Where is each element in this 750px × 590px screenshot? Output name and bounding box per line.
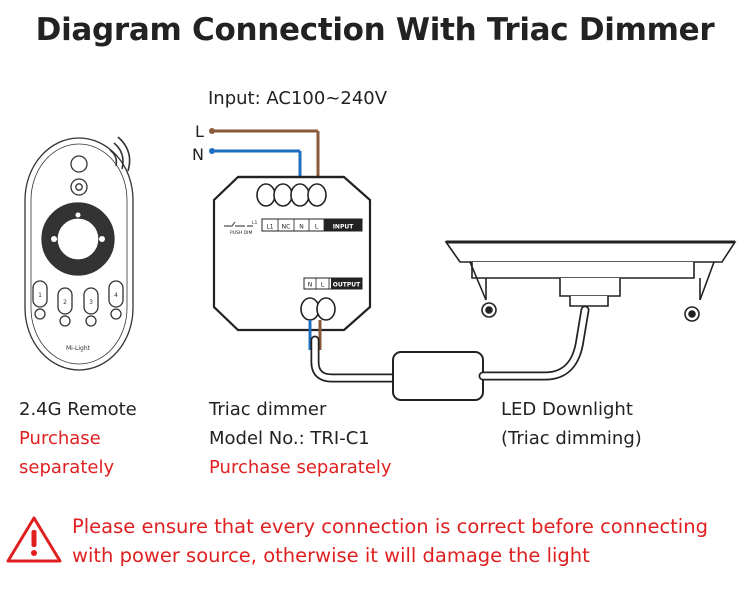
remote-brand: Mi-Light (66, 345, 91, 352)
input-voltage-label: Input: AC100~240V (208, 88, 388, 109)
push-dim-label: PUSH DIM (230, 230, 252, 236)
terminal-label-l: L (315, 224, 319, 231)
led-downlight (444, 240, 737, 322)
triac-dimmer (212, 175, 372, 332)
terminal-label-l1: L1 (266, 224, 273, 231)
downlight-name: LED Downlight (501, 399, 633, 420)
page-title: Diagram Connection With Triac Dimmer (35, 12, 715, 48)
input-tag: INPUT (333, 224, 355, 231)
output-terminal-n: N (308, 282, 313, 289)
dimmer-caption: Triac dimmer Model No.: TRI-C1 Purchase … (209, 395, 392, 482)
terminal-label-n: N (299, 224, 304, 231)
output-cable (308, 305, 590, 401)
live-wire-label: L (195, 122, 204, 141)
output-tag: OUTPUT (333, 282, 361, 289)
remote-key-1: 1 (38, 292, 42, 299)
remote-note-line2: separately (19, 457, 115, 478)
neutral-wire-label: N (192, 145, 204, 164)
warning-line2: with power source, otherwise it will dam… (72, 544, 590, 567)
remote-control (24, 136, 134, 371)
dimmer-note: Purchase separately (209, 457, 392, 478)
dimmer-model: Model No.: TRI-C1 (209, 428, 370, 449)
input-wires (209, 128, 320, 185)
push-dim-l1-label: L1 (252, 220, 258, 226)
remote-note-line1: Purchase (19, 428, 101, 449)
warning-icon (6, 516, 62, 563)
downlight-mode: (Triac dimming) (501, 428, 642, 449)
downlight-caption: LED Downlight (Triac dimming) (501, 395, 642, 453)
remote-key-3: 3 (89, 299, 93, 306)
warning-message: Please ensure that every connection is c… (72, 512, 708, 570)
output-terminal-l: L (321, 282, 325, 289)
remote-name: 2.4G Remote (19, 399, 137, 420)
remote-caption: 2.4G Remote Purchase separately (19, 395, 137, 482)
remote-key-4: 4 (114, 292, 118, 299)
remote-key-2: 2 (63, 299, 67, 306)
dimmer-name: Triac dimmer (209, 399, 327, 420)
warning-line1: Please ensure that every connection is c… (72, 515, 708, 538)
terminal-label-nc: NC (282, 224, 291, 231)
